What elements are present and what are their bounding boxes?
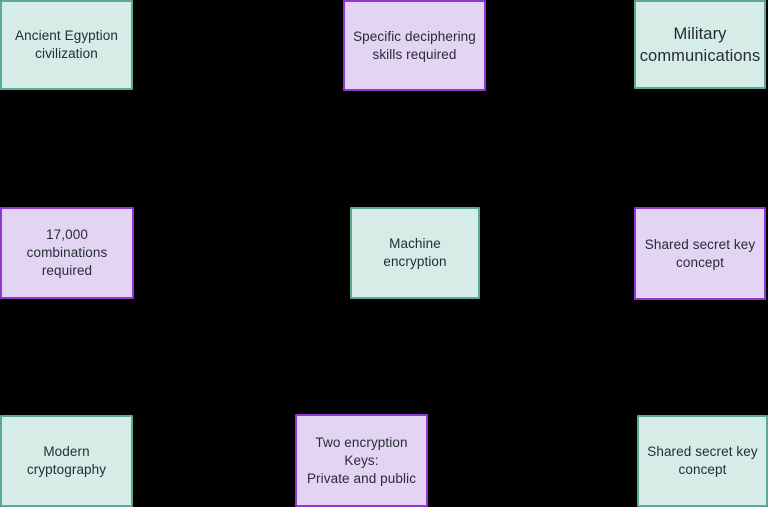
node-ancient-egyption-civilization[interactable]: Ancient Egyption civilization (0, 0, 133, 90)
node-machine-encryption[interactable]: Machine encryption (350, 207, 480, 299)
node-label: Ancient Egyption civilization (15, 28, 118, 61)
node-military-communications[interactable]: Military communications (634, 0, 766, 89)
node-modern-cryptography[interactable]: Modern cryptography (0, 415, 133, 507)
node-specific-deciphering-skills[interactable]: Specific deciphering skills required (343, 0, 486, 91)
node-label: Machine encryption (383, 236, 447, 269)
node-label: 17,000 combinations required (26, 227, 108, 278)
node-17000-combinations-required[interactable]: 17,000 combinations required (0, 207, 134, 299)
node-shared-secret-key-concept-2[interactable]: Shared secret key concept (637, 415, 768, 507)
node-label: Military communications (639, 24, 761, 65)
node-label: Shared secret key concept (647, 444, 758, 477)
node-label: Two encryption Keys: Private and public (306, 434, 417, 486)
node-shared-secret-key-concept-1[interactable]: Shared secret key concept (634, 207, 766, 300)
node-label: Modern cryptography (26, 444, 107, 477)
node-label: Shared secret key concept (644, 236, 756, 270)
node-label: Specific deciphering skills required (353, 28, 476, 62)
node-two-encryption-keys[interactable]: Two encryption Keys: Private and public (295, 414, 428, 507)
